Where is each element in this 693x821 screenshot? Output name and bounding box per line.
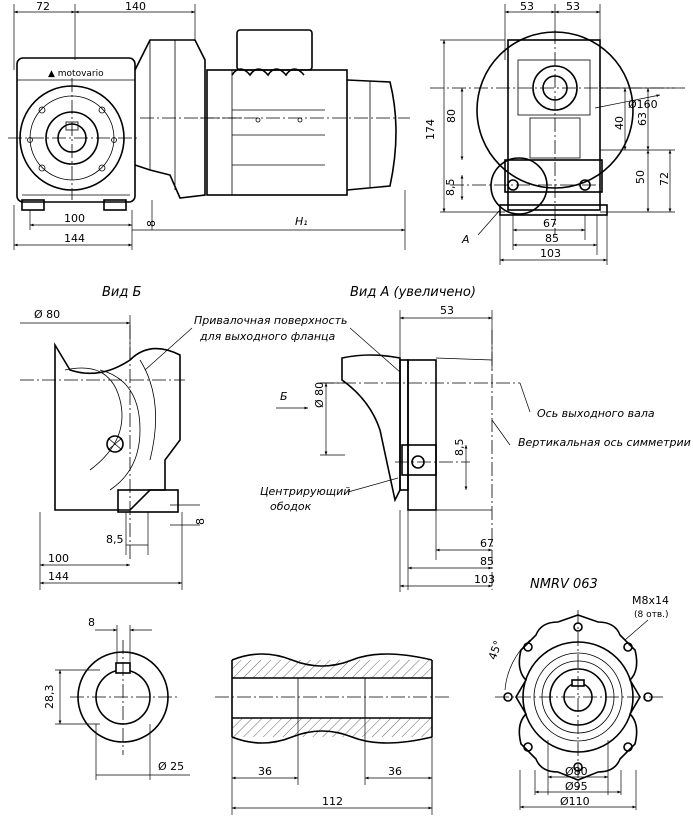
flange-dia80: Ø80: [565, 765, 588, 778]
view-a-dim-8-5: 8,5: [453, 439, 466, 457]
shaft-dim-36a: 36: [258, 765, 272, 778]
view-b-dim-8-5: 8,5: [106, 533, 124, 546]
label-mounting-1: Привалочная поверхность: [194, 314, 347, 327]
view-b: Вид Б Ø 80 8 8,5 100 144: [20, 285, 207, 590]
view-a-dim-103: 103: [474, 573, 495, 586]
dim-72: 72: [658, 172, 671, 186]
flange-title: NMRV 063: [530, 577, 598, 592]
label-mounting-2: для выходного фланца: [199, 330, 336, 343]
bore-dia25: Ø 25: [158, 760, 184, 773]
label-centering-1: Центрирующий: [260, 485, 350, 498]
dim-72: 72: [36, 0, 50, 13]
dim-80: 80: [445, 109, 458, 123]
label-centering-2: ободок: [270, 500, 312, 513]
top-view: 72 140 ▲ motovario: [8, 0, 410, 250]
dim-100: 100: [64, 212, 85, 225]
label-a: A: [461, 233, 470, 246]
view-a-dim-85: 85: [480, 555, 494, 568]
view-b-dia80: Ø 80: [34, 308, 60, 321]
flange-view: NMRV 063 M8x14 (8 отв.) 45° Ø80 Ø95 Ø110: [486, 577, 669, 810]
bore-view: 8 28,3 Ø 25: [43, 616, 190, 780]
bore-dim-28-3: 28,3: [43, 685, 56, 710]
dim-140: 140: [125, 0, 146, 13]
view-b-dim-144: 144: [48, 570, 69, 583]
dim-85: 85: [545, 232, 559, 245]
view-a-dia80: Ø 80: [313, 382, 326, 408]
view-a-dim-67: 67: [480, 537, 494, 550]
label-vertical-axis: Вертикальная ось симметрии: [518, 436, 691, 449]
view-b-title: Вид Б: [102, 285, 141, 300]
view-a-title: Вид А (увеличено): [350, 285, 476, 300]
shaft-dim-112: 112: [322, 795, 343, 808]
flange-dia110: Ø110: [560, 795, 590, 808]
dim-h1: H₁: [295, 215, 308, 228]
dim-53b: 53: [566, 0, 580, 13]
arrow-b-label: Б: [280, 390, 288, 403]
view-b-dim-8: 8: [194, 518, 207, 525]
dim-174: 174: [424, 119, 437, 140]
bore-dim-8: 8: [88, 616, 95, 629]
label-output-axis: Ось выходного вала: [537, 407, 655, 420]
shaft-dim-36b: 36: [388, 765, 402, 778]
dim-40: 40: [613, 116, 626, 130]
view-a-dim-53: 53: [440, 304, 454, 317]
side-view: 53 53 174 80 8,5 40 63 50: [424, 0, 685, 265]
dim-53a: 53: [520, 0, 534, 13]
dia-160: Ø160: [628, 98, 658, 111]
flange-thread: M8x14: [632, 594, 669, 607]
flange-dia95: Ø95: [565, 780, 588, 793]
dim-8-5: 8,5: [444, 179, 457, 197]
dim-67: 67: [543, 217, 557, 230]
brand-logo: ▲ motovario: [48, 69, 104, 79]
dim-103: 103: [540, 247, 561, 260]
flange-angle: 45°: [486, 639, 505, 662]
flange-thread-note: (8 отв.): [634, 610, 669, 620]
view-b-dim-100: 100: [48, 552, 69, 565]
shaft-view: 36 36 112: [215, 653, 450, 815]
dim-50: 50: [634, 170, 647, 184]
dim-144: 144: [64, 232, 85, 245]
dim-63: 63: [636, 112, 649, 126]
dim-8: 8: [145, 220, 158, 227]
view-a: Вид А (увеличено) Привалочная поверхност…: [144, 285, 691, 592]
